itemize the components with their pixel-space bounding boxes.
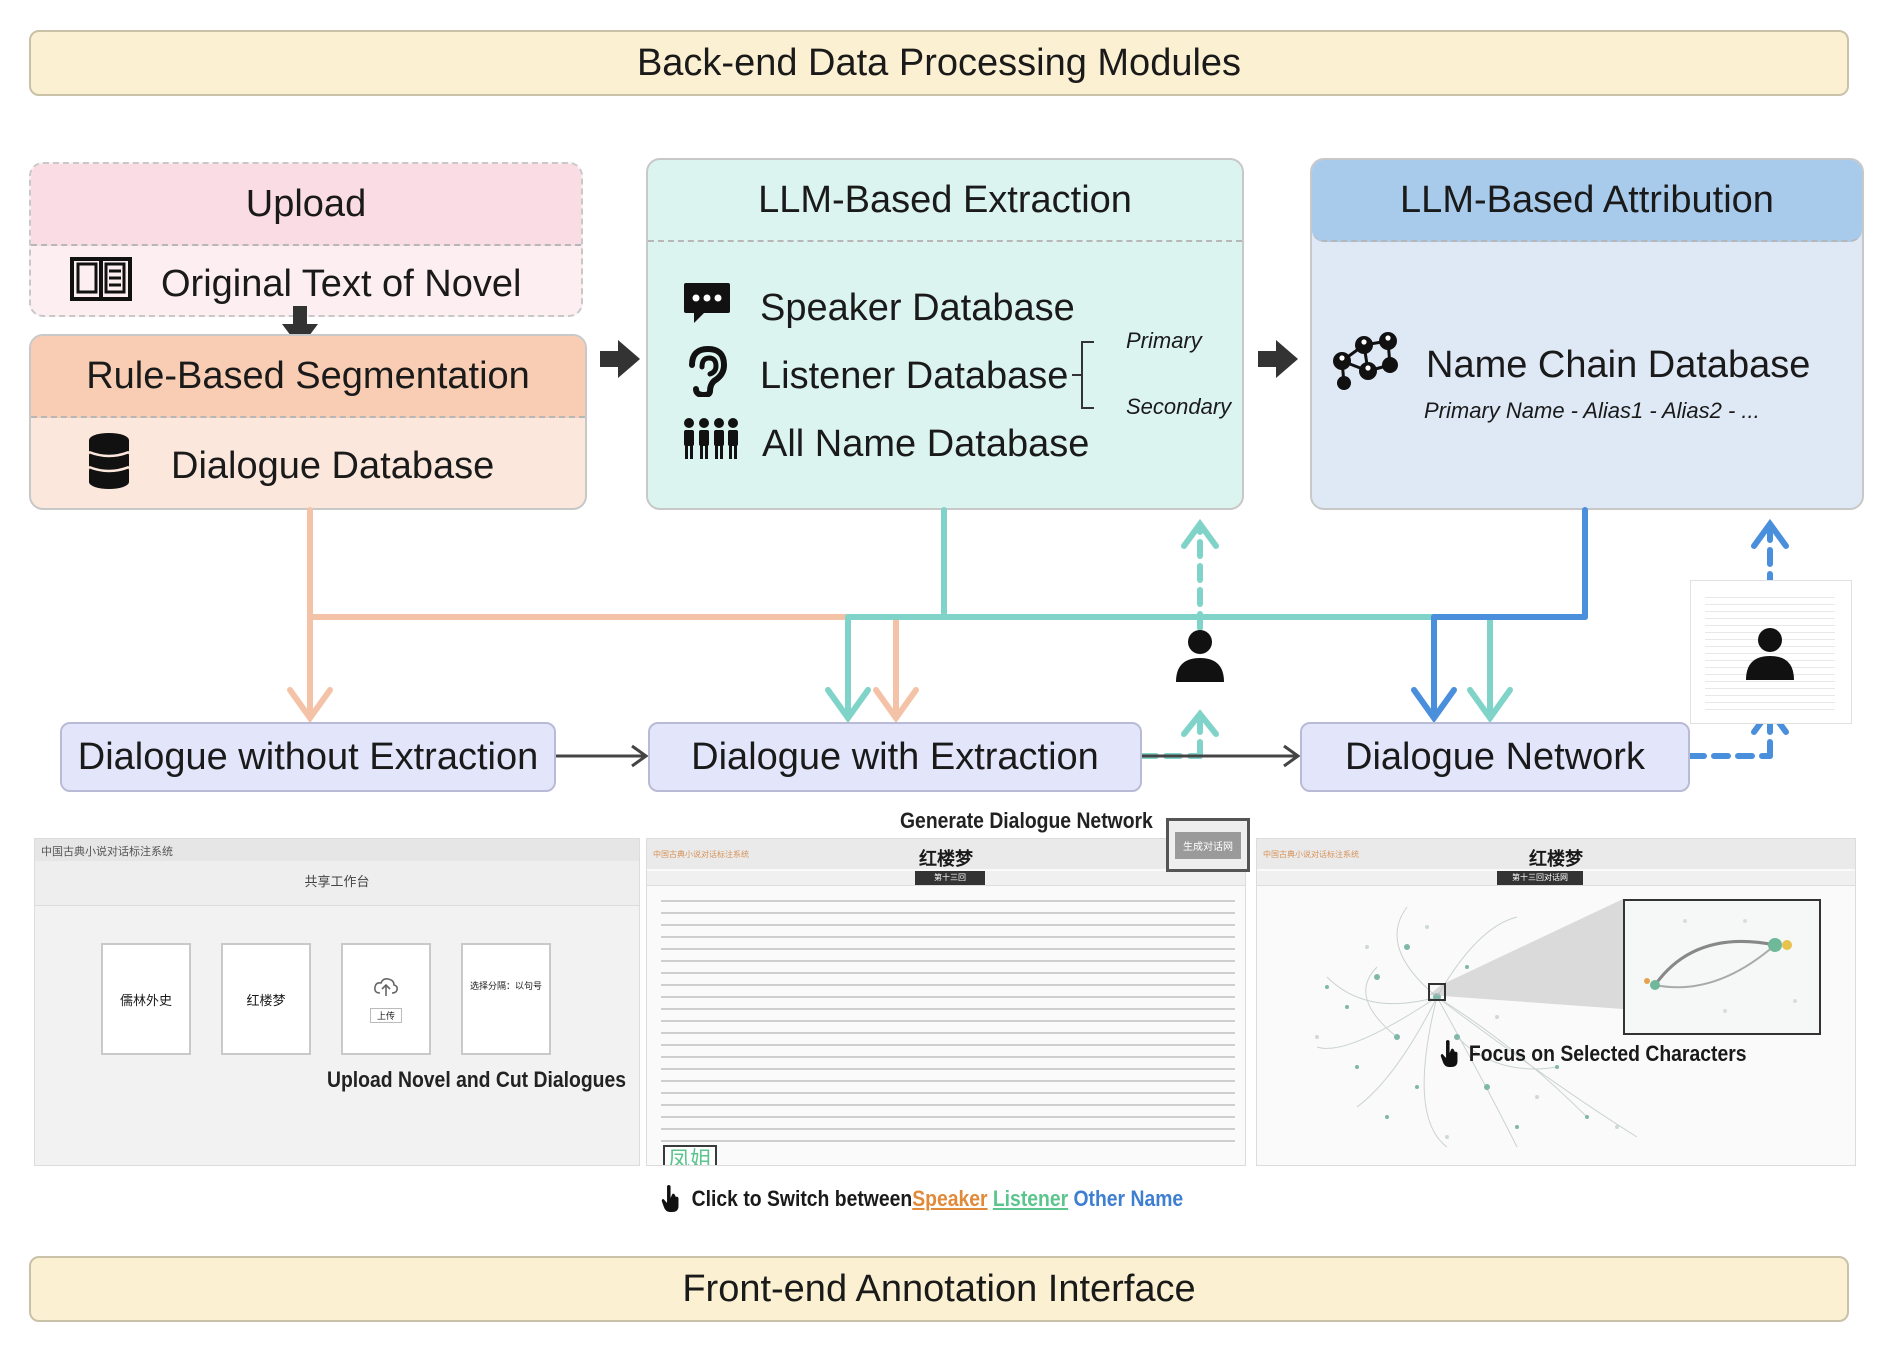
people-group-icon bbox=[682, 417, 740, 471]
upload-item-label: Original Text of Novel bbox=[161, 262, 522, 305]
generate-network-button-frame: 生成对话网 bbox=[1166, 818, 1250, 872]
upload-screen-topbar bbox=[35, 839, 639, 861]
extraction-box: LLM-Based Extraction Speaker Database Li… bbox=[646, 158, 1244, 510]
segmentation-item: Dialogue Database bbox=[87, 426, 494, 506]
split-option-label: 选择分隔：以句号 bbox=[469, 982, 542, 992]
annotation-screen-title: 红楼梦 bbox=[919, 849, 973, 870]
allname-db-label: All Name Database bbox=[762, 422, 1090, 465]
database-icon bbox=[87, 432, 131, 500]
network-chapter-tab[interactable]: 第十三回对话网 bbox=[1497, 871, 1583, 885]
gray-arrows bbox=[556, 744, 1301, 768]
dialogue-with-extraction-node: Dialogue with Extraction bbox=[648, 722, 1142, 792]
novel-card-hongloumeng[interactable]: 红楼梦 bbox=[221, 943, 311, 1055]
speech-bubble-icon bbox=[682, 281, 732, 335]
split-option-card[interactable]: 选择分隔：以句号 bbox=[461, 943, 551, 1055]
right-arrow-icon bbox=[600, 340, 640, 378]
segmentation-item-label: Dialogue Database bbox=[171, 444, 495, 487]
network-screen-topbar bbox=[1257, 839, 1855, 869]
backend-banner: Back-end Data Processing Modules bbox=[29, 30, 1849, 96]
upload-screen-subheader: 共享工作台 bbox=[304, 875, 370, 890]
orange-lines bbox=[287, 507, 919, 724]
network-people-icon bbox=[1328, 327, 1402, 403]
open-book-icon bbox=[69, 255, 133, 313]
frontend-banner-title: Front-end Annotation Interface bbox=[682, 1267, 1196, 1310]
upload-header: Upload bbox=[31, 164, 581, 246]
upload-screen-subbar bbox=[35, 861, 639, 906]
ear-icon bbox=[684, 345, 732, 407]
annotation-screen-header: 中国古典小说对话标注系统 bbox=[653, 850, 749, 859]
speaker-word: Speaker bbox=[912, 1186, 988, 1211]
novel-card-rulin-label: 儒林外史 bbox=[119, 993, 172, 1009]
novel-card-hongloumeng-label: 红楼梦 bbox=[246, 993, 286, 1009]
dialogue-network-label: Dialogue Network bbox=[1345, 735, 1645, 778]
blue-lines bbox=[1411, 507, 1588, 724]
novel-card-rulin[interactable]: 儒林外史 bbox=[101, 943, 191, 1055]
segmentation-title: Rule-Based Segmentation bbox=[86, 354, 530, 397]
dialogue-without-extraction-label: Dialogue without Extraction bbox=[77, 735, 539, 778]
cloud-upload-icon bbox=[374, 977, 398, 996]
network-screen-title: 红楼梦 bbox=[1529, 849, 1583, 870]
bracket bbox=[1072, 341, 1094, 409]
other-name-word: Other Name bbox=[1073, 1186, 1184, 1211]
highlighted-name[interactable]: 凤姐 bbox=[663, 1145, 717, 1165]
attribution-title: LLM-Based Attribution bbox=[1400, 178, 1774, 221]
dialogue-network-node: Dialogue Network bbox=[1300, 722, 1690, 792]
upload-title: Upload bbox=[245, 182, 367, 225]
listener-db-label: Listener Database bbox=[760, 354, 1069, 397]
network-screenshot: 中国古典小说对话标注系统 红楼梦 第十三回对话网 bbox=[1256, 838, 1856, 1166]
annotation-screenshot: 中国古典小说对话标注系统 红楼梦 第十三回 凤姐 bbox=[646, 838, 1246, 1166]
zoom-inset bbox=[1623, 899, 1821, 1035]
name-chain-example: Primary Name - Alias1 - Alias2 - ... bbox=[1424, 398, 1760, 423]
person-icon bbox=[1746, 628, 1794, 680]
focus-caption-text: Focus on Selected Characters bbox=[1468, 1041, 1747, 1066]
backend-banner-title: Back-end Data Processing Modules bbox=[636, 41, 1242, 84]
upload-screenshot: 中国古典小说对话标注系统 共享工作台 儒林外史 红楼梦 上传 选择分隔：以句号 … bbox=[34, 838, 640, 1166]
attribution-header: LLM-Based Attribution bbox=[1312, 160, 1862, 242]
person-icon bbox=[1176, 630, 1224, 682]
teal-lines bbox=[825, 507, 1513, 724]
hand-pointer-icon bbox=[1440, 1040, 1458, 1067]
annotation-screen-topbar bbox=[647, 839, 1245, 869]
name-chain-db-label: Name Chain Database bbox=[1426, 343, 1811, 386]
generate-network-button[interactable]: 生成对话网 bbox=[1175, 831, 1241, 859]
annotation-text-lines bbox=[661, 893, 1235, 1143]
dialogue-without-extraction-node: Dialogue without Extraction bbox=[60, 722, 556, 792]
name-list-thumbnail bbox=[1690, 580, 1852, 724]
zoom-inset-graph bbox=[1644, 919, 1797, 1013]
extraction-item-speaker: Speaker Database bbox=[682, 278, 1075, 338]
upload-card[interactable]: 上传 bbox=[341, 943, 431, 1055]
attribution-box: LLM-Based Attribution Name Chain Da bbox=[1310, 158, 1864, 510]
switch-caption: Click to Switch between Speaker Listener… bbox=[660, 1184, 1183, 1214]
listener-word: Listener bbox=[992, 1186, 1069, 1211]
extraction-header: LLM-Based Extraction bbox=[648, 160, 1242, 242]
extraction-item-allnames: All Name Database bbox=[682, 414, 1089, 474]
upload-card-button[interactable]: 上传 bbox=[369, 1007, 402, 1023]
switch-caption-prefix: Click to Switch between bbox=[691, 1186, 913, 1211]
segmentation-header: Rule-Based Segmentation bbox=[31, 336, 585, 418]
annotation-chapter-tab[interactable]: 第十三回 bbox=[915, 871, 985, 885]
dialogue-with-extraction-label: Dialogue with Extraction bbox=[691, 735, 1099, 778]
network-screen-header: 中国古典小说对话标注系统 bbox=[1263, 850, 1359, 859]
upload-item: Original Text of Novel bbox=[69, 254, 521, 314]
generate-network-caption: Generate Dialogue Network bbox=[900, 808, 1153, 833]
secondary-label: Secondary bbox=[1126, 394, 1232, 419]
right-arrow-icon bbox=[1258, 340, 1298, 378]
upload-caption: Upload Novel and Cut Dialogues bbox=[327, 1067, 627, 1092]
upload-screen-header: 中国古典小说对话标注系统 bbox=[41, 845, 173, 858]
network-graph bbox=[1315, 899, 1638, 1148]
hand-pointer-icon bbox=[661, 1185, 679, 1212]
speaker-db-label: Speaker Database bbox=[760, 286, 1075, 329]
primary-label: Primary bbox=[1126, 328, 1202, 353]
extraction-item-listener: Listener Database bbox=[684, 345, 1069, 407]
extraction-title: LLM-Based Extraction bbox=[758, 178, 1132, 221]
focus-caption: Focus on Selected Characters bbox=[1439, 1039, 1747, 1069]
attribution-item: Name Chain Database bbox=[1328, 330, 1810, 400]
segmentation-box: Rule-Based Segmentation Dialogue Databas… bbox=[29, 334, 587, 510]
frontend-banner: Front-end Annotation Interface bbox=[29, 1256, 1849, 1322]
